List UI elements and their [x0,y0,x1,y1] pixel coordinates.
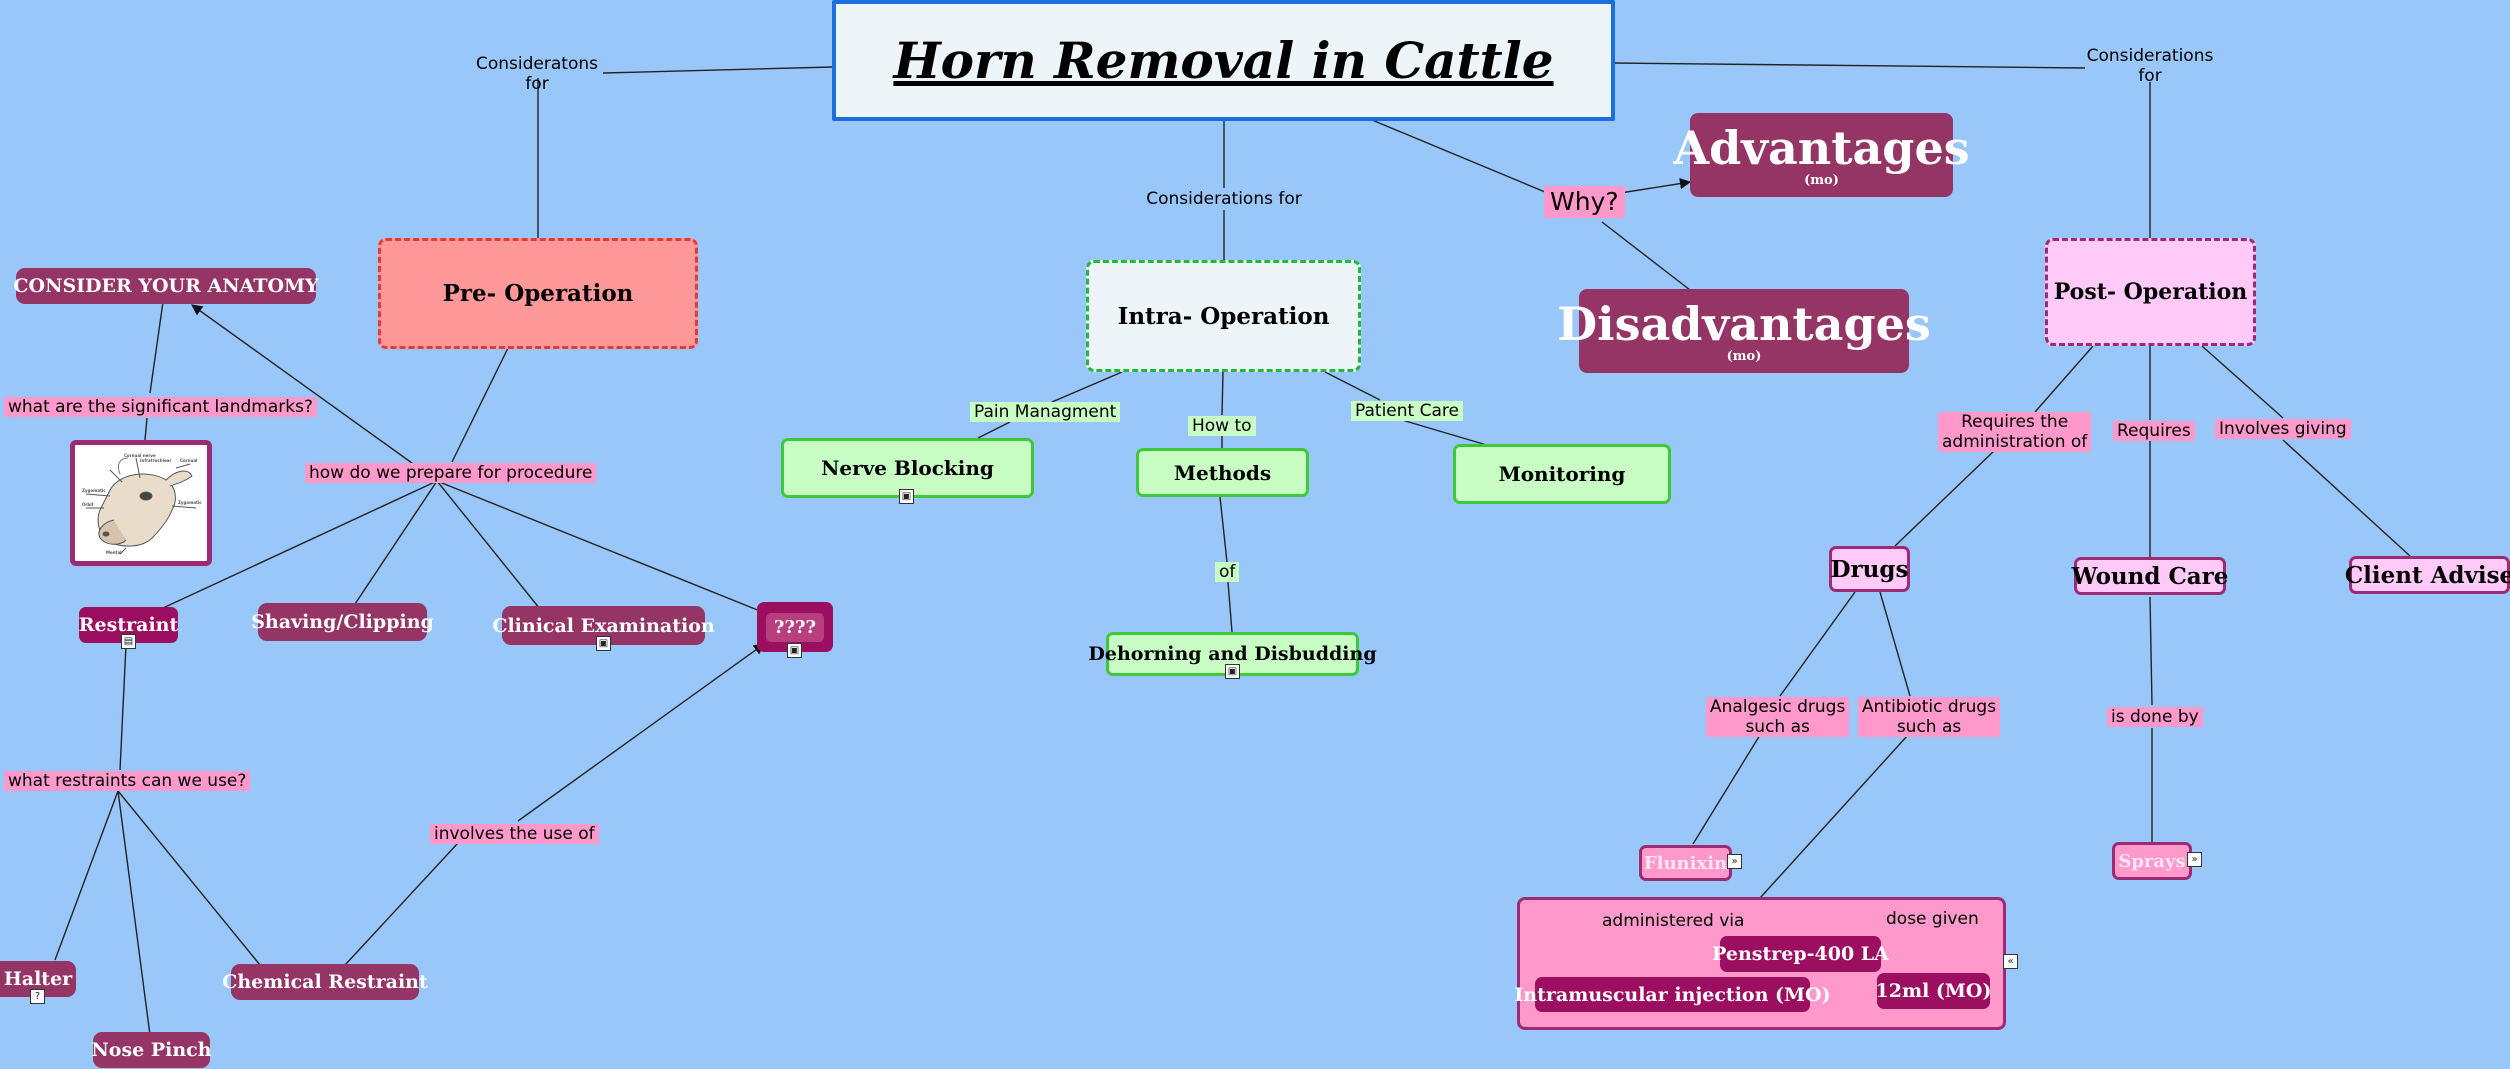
collapse-arrow-icon[interactable]: « [2003,954,2018,969]
wound-care-node[interactable]: Wound Care [2072,557,2228,595]
considerations-label-right: Considerations for [2086,46,2214,86]
penstrep-node[interactable]: Penstrep-400 LA [1712,936,1889,972]
requires-administration-label: Requires the administration of [1938,412,2092,452]
antibiotic-drugs-label: Antibiotic drugs such as [1858,697,2001,737]
svg-text:Zygomatic: Zygomatic [82,488,106,493]
involves-giving-label: Involves giving [2215,419,2351,439]
how-to-label: How to [1188,416,1256,436]
restraints-use-label: what restraints can we use? [4,771,251,791]
attachment-icon[interactable]: ▣ [596,636,611,651]
shaving-clipping-node[interactable]: Shaving/Clipping [251,603,434,641]
attachment-icon[interactable]: ▤ [121,634,136,649]
svg-text:Mental: Mental [106,550,122,555]
dose-given-label: dose given [1886,909,1979,929]
post-operation-node[interactable]: Post- Operation [2045,238,2256,346]
dose-node[interactable]: 12ml (MO) [1876,973,1991,1009]
methods-node[interactable]: Methods [1136,448,1309,497]
patient-care-label: Patient Care [1351,401,1463,421]
advantages-node[interactable]: Advantages (mo) [1673,113,1970,197]
advantages-label: Advantages [1673,121,1970,175]
intramuscular-injection-node[interactable]: Intramuscular injection (MO) [1514,977,1831,1012]
disadvantages-label: Disadvantages [1557,297,1931,351]
consider-anatomy-node[interactable]: CONSIDER YOUR ANATOMY [13,268,319,304]
attachment-icon[interactable]: ? [30,989,45,1004]
advantages-sub: (mo) [1804,173,1839,188]
considerations-label-left: Consideratons for [476,54,598,94]
administered-via-label: administered via [1602,911,1745,931]
pre-operation-node[interactable]: Pre- Operation [378,238,698,349]
done-by-label: is done by [2107,707,2203,727]
svg-text:Cornual nerve: Cornual nerve [124,453,156,458]
monitoring-node[interactable]: Monitoring [1453,444,1671,504]
svg-text:Infratrochlear: Infratrochlear [140,458,171,463]
drugs-node[interactable]: Drugs [1829,546,1910,592]
nerve-blocking-node[interactable]: Nerve Blocking [781,438,1034,498]
svg-text:Zygomatic: Zygomatic [178,500,202,505]
svg-text:Orbit: Orbit [82,502,94,507]
disadvantages-sub: (mo) [1726,349,1762,364]
landmarks-label: what are the significant landmarks? [4,397,317,417]
attachment-icon[interactable]: ▣ [787,643,802,658]
attachment-icon[interactable]: ▣ [1225,664,1240,679]
expand-arrow-icon[interactable]: » [1727,854,1742,869]
title-box[interactable]: Horn Removal in Cattle [832,0,1615,121]
considerations-label-mid: Considerations for [1146,189,1302,209]
client-advise-node[interactable]: Client Advise [2345,556,2510,594]
prepare-label: how do we prepare for procedure [305,463,597,483]
nose-pinch-node[interactable]: Nose Pinch [91,1032,212,1068]
page-title: Horn Removal in Cattle [893,31,1554,90]
why-label[interactable]: Why? [1544,186,1625,218]
disadvantages-node[interactable]: Disadvantages (mo) [1557,289,1931,373]
unknown-label: ???? [765,612,825,642]
flunixin-node[interactable]: Flunixin [1639,845,1732,881]
chemical-restraint-node[interactable]: Chemical Restraint [222,964,428,1000]
requires-label: Requires [2113,421,2195,441]
involves-use-label: involves the use of [430,824,599,844]
attachment-icon[interactable]: ▣ [899,489,914,504]
intra-operation-node[interactable]: Intra- Operation [1086,260,1361,372]
analgesic-drugs-label: Analgesic drugs such as [1706,697,1850,737]
of-label: of [1215,562,1240,582]
svg-text:Cornual: Cornual [180,458,198,463]
expand-arrow-icon[interactable]: » [2187,852,2202,867]
pain-management-label: Pain Managment [970,402,1121,422]
sprays-node[interactable]: Sprays [2112,842,2192,880]
